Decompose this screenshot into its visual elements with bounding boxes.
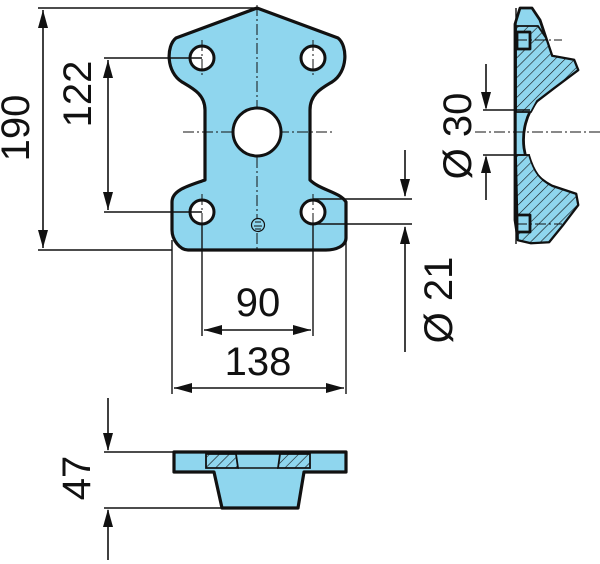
arrowhead <box>400 179 410 197</box>
dimension-label-diameter-30: Ø 30 <box>436 93 480 180</box>
arrowhead <box>400 226 410 244</box>
center-hole <box>231 106 283 158</box>
brand-mark-icon <box>250 217 266 233</box>
arrowhead <box>38 230 48 248</box>
dimension-label-122: 122 <box>56 61 100 128</box>
arrowhead <box>174 383 192 393</box>
arrowhead <box>481 92 491 110</box>
arrowhead <box>481 155 491 173</box>
dimension-label-190: 190 <box>0 95 38 162</box>
side-hatch-right <box>276 453 311 469</box>
section-hatch-lower <box>515 154 579 244</box>
side-hatch-left <box>205 453 240 469</box>
dimension-label-diameter-21: Ø 21 <box>417 257 461 344</box>
arrowhead <box>103 60 113 78</box>
front-view <box>167 5 348 252</box>
section-hatch-upper <box>515 25 580 113</box>
arrowhead <box>103 509 113 527</box>
side-profile <box>172 450 348 510</box>
dimension-label-90: 90 <box>236 281 281 325</box>
dimension-label-47: 47 <box>55 456 99 501</box>
arrowhead <box>204 325 222 335</box>
arrowhead <box>103 433 113 451</box>
front-view-dimensions <box>38 7 412 394</box>
arrowhead <box>103 192 113 210</box>
arrowhead <box>326 383 344 393</box>
section-view <box>475 6 600 245</box>
arrowhead <box>38 10 48 28</box>
arrowhead <box>293 325 311 335</box>
dimension-label-138: 138 <box>225 340 292 384</box>
side-view <box>103 398 348 560</box>
